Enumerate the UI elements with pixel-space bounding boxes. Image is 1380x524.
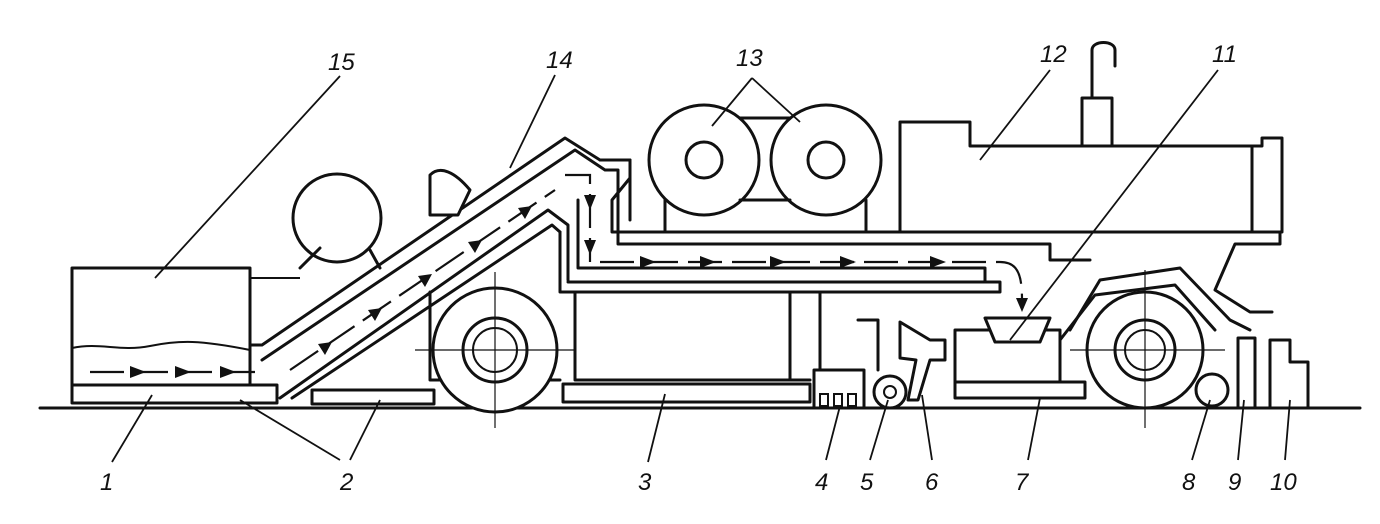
leader-lines [111,69,1291,463]
label-15: 15 [328,49,355,76]
label-2: 2 [339,469,353,496]
label-14: 14 [546,47,573,74]
seat-roller [291,169,472,270]
callout-labels: 1 2 3 4 5 6 7 8 9 10 11 12 13 14 15 [100,41,1297,496]
hopper [70,266,300,387]
label-10: 10 [1270,469,1297,496]
label-4: 4 [815,469,828,496]
label-7: 7 [1015,469,1030,496]
label-1: 1 [100,469,113,496]
label-3: 3 [638,469,652,496]
label-6: 6 [925,469,939,496]
label-12: 12 [1040,41,1067,68]
label-5: 5 [860,469,874,496]
engine-block [898,41,1284,234]
label-8: 8 [1182,469,1196,496]
rear-wheel [1058,266,1252,428]
label-9: 9 [1228,469,1241,496]
main-frame [428,158,1282,382]
label-13: 13 [736,45,763,72]
front-wheel [415,272,575,428]
front-screed-plates [70,383,436,406]
label-11: 11 [1212,41,1237,68]
material-flow-arrows [90,173,1028,378]
twin-rollers [647,103,883,232]
